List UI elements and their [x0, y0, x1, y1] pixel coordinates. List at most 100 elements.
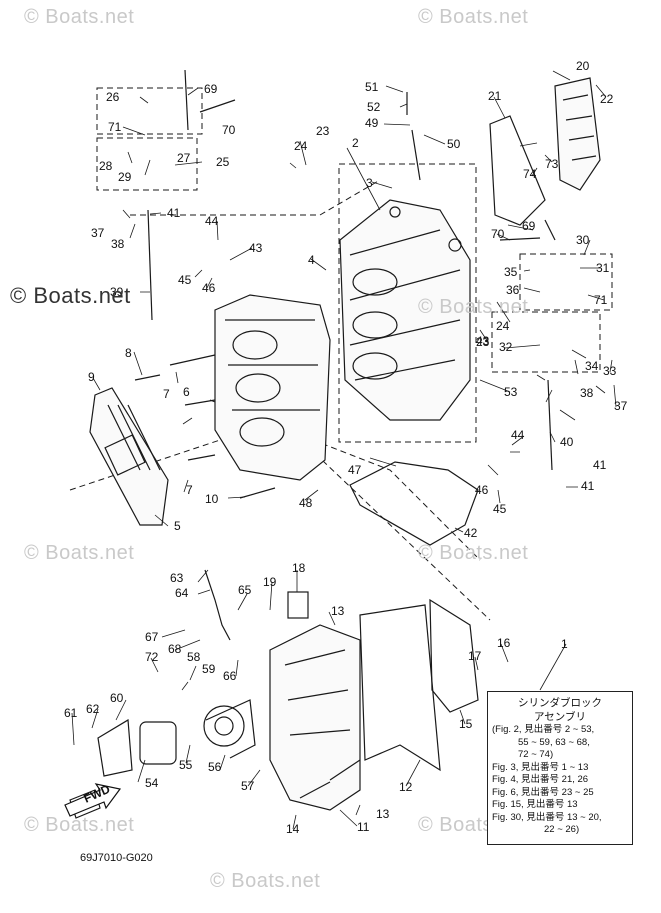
callout-27: 27 [177, 151, 191, 165]
callout-13: 13 [376, 807, 390, 821]
callout-72: 72 [145, 650, 159, 664]
callout-3: 3 [366, 176, 373, 190]
callout-20: 20 [576, 59, 590, 73]
legend-line: Fig. 30, 見出番号 13 ~ 20, [492, 811, 602, 823]
watermark: © Boats.net [24, 6, 135, 28]
gasket-12 [359, 604, 441, 772]
callout-47: 47 [348, 463, 362, 477]
dashed-guide-top [130, 179, 381, 216]
callout-38: 38 [111, 237, 125, 251]
legend-line: (Fig. 2, 見出番号 2 ~ 53, [492, 724, 595, 735]
callout-52: 52 [367, 100, 381, 114]
callout-66: 66 [223, 669, 237, 683]
callout-7: 7 [186, 483, 193, 497]
callout-5: 5 [174, 519, 181, 533]
callout-71: 71 [108, 120, 122, 134]
diagram-code: 69J7010-G020 [80, 852, 153, 864]
callout-35: 35 [504, 265, 518, 279]
callout-7: 7 [163, 387, 170, 401]
callout-44: 44 [205, 214, 219, 228]
callout-13: 13 [331, 604, 345, 618]
callout-11: 11 [357, 820, 370, 834]
callout-38: 38 [580, 386, 594, 400]
watermark: © Boats.net [418, 542, 529, 564]
callout-71: 71 [594, 293, 608, 307]
dashed-box-2 [338, 163, 477, 443]
callout-40: 40 [560, 435, 574, 449]
callout-43: 43 [249, 241, 263, 255]
callout-44: 44 [511, 428, 525, 442]
callout-69: 69 [204, 82, 218, 96]
dashed-box-right [491, 311, 601, 373]
legend-line: Fig. 4, 見出番号 21, 26 [492, 774, 589, 785]
callout-53: 53 [504, 385, 518, 399]
callout-39: 39 [110, 285, 124, 299]
callout-28: 28 [99, 159, 113, 173]
legend-line: Fig. 15, 見出番号 13 [492, 799, 578, 810]
callout-56: 56 [208, 760, 222, 774]
legend-line: 72 ~ 74) [518, 749, 554, 760]
legend-title-2: アセンブリ [534, 711, 586, 723]
callout-19: 19 [263, 575, 277, 589]
callout-54: 54 [145, 776, 159, 790]
callout-57: 57 [241, 779, 255, 793]
dashed-box-26-71 [96, 87, 203, 135]
callout-25: 25 [216, 155, 230, 169]
dashed-box-30 [519, 253, 613, 311]
exhaust-cover [89, 387, 169, 526]
gasket-21 [489, 115, 546, 226]
oil-filter [97, 699, 256, 777]
small-parts [69, 69, 556, 819]
plate-15 [429, 598, 479, 713]
watermark: © Boats.net [210, 870, 321, 892]
watermark: © Boats.net [10, 283, 131, 308]
callout-30: 30 [576, 233, 590, 247]
callout-2: 2 [352, 136, 359, 150]
callout-23: 23 [316, 124, 330, 138]
cover-20 [554, 77, 601, 191]
callout-15: 15 [459, 717, 473, 731]
callout-64: 64 [175, 586, 189, 600]
legend-line: Fig. 6, 見出番号 23 ~ 25 [492, 786, 594, 798]
callout-55: 55 [179, 758, 193, 772]
callout-37: 37 [614, 399, 628, 413]
dashed-box-25 [96, 137, 198, 191]
callout-1: 1 [561, 637, 568, 651]
watermark: © Boats.net [418, 296, 529, 318]
callout-29: 29 [118, 170, 132, 184]
callout-36: 36 [506, 283, 520, 297]
callout-48: 48 [299, 496, 313, 510]
callout-6: 6 [183, 385, 190, 399]
callout-43: 43 [476, 334, 490, 348]
callout-69: 69 [522, 219, 536, 233]
lower-block [269, 624, 361, 811]
callout-4: 4 [308, 253, 315, 267]
callout-67: 67 [145, 630, 159, 644]
callout-31: 31 [596, 261, 610, 275]
callout-60: 60 [110, 691, 124, 705]
callout-65: 65 [238, 583, 252, 597]
callout-33: 33 [603, 364, 617, 378]
callout-46: 46 [475, 483, 489, 497]
callout-45: 45 [178, 273, 192, 287]
callout-41: 41 [581, 479, 595, 493]
callout-68: 68 [168, 642, 182, 656]
callout-8: 8 [125, 346, 132, 360]
callout-46: 46 [202, 281, 216, 295]
callout-23: 23 [476, 335, 490, 349]
watermark: © Boats.net [24, 814, 135, 836]
callout-17: 17 [468, 649, 482, 663]
watermark: © Boats.net [418, 6, 529, 28]
legend-box: シリンダブロック アセンブリ (Fig. 2, 見出番号 2 ~ 53, 55 … [487, 691, 633, 845]
callout-45: 45 [493, 502, 507, 516]
callout-73: 73 [545, 157, 559, 171]
callout-49: 49 [365, 116, 379, 130]
callout-37: 37 [91, 226, 105, 240]
callout-70: 70 [491, 227, 505, 241]
callout-74: 74 [523, 167, 537, 181]
crankcase [214, 294, 331, 481]
callout-26: 26 [106, 90, 120, 104]
callout-63: 63 [170, 571, 184, 585]
